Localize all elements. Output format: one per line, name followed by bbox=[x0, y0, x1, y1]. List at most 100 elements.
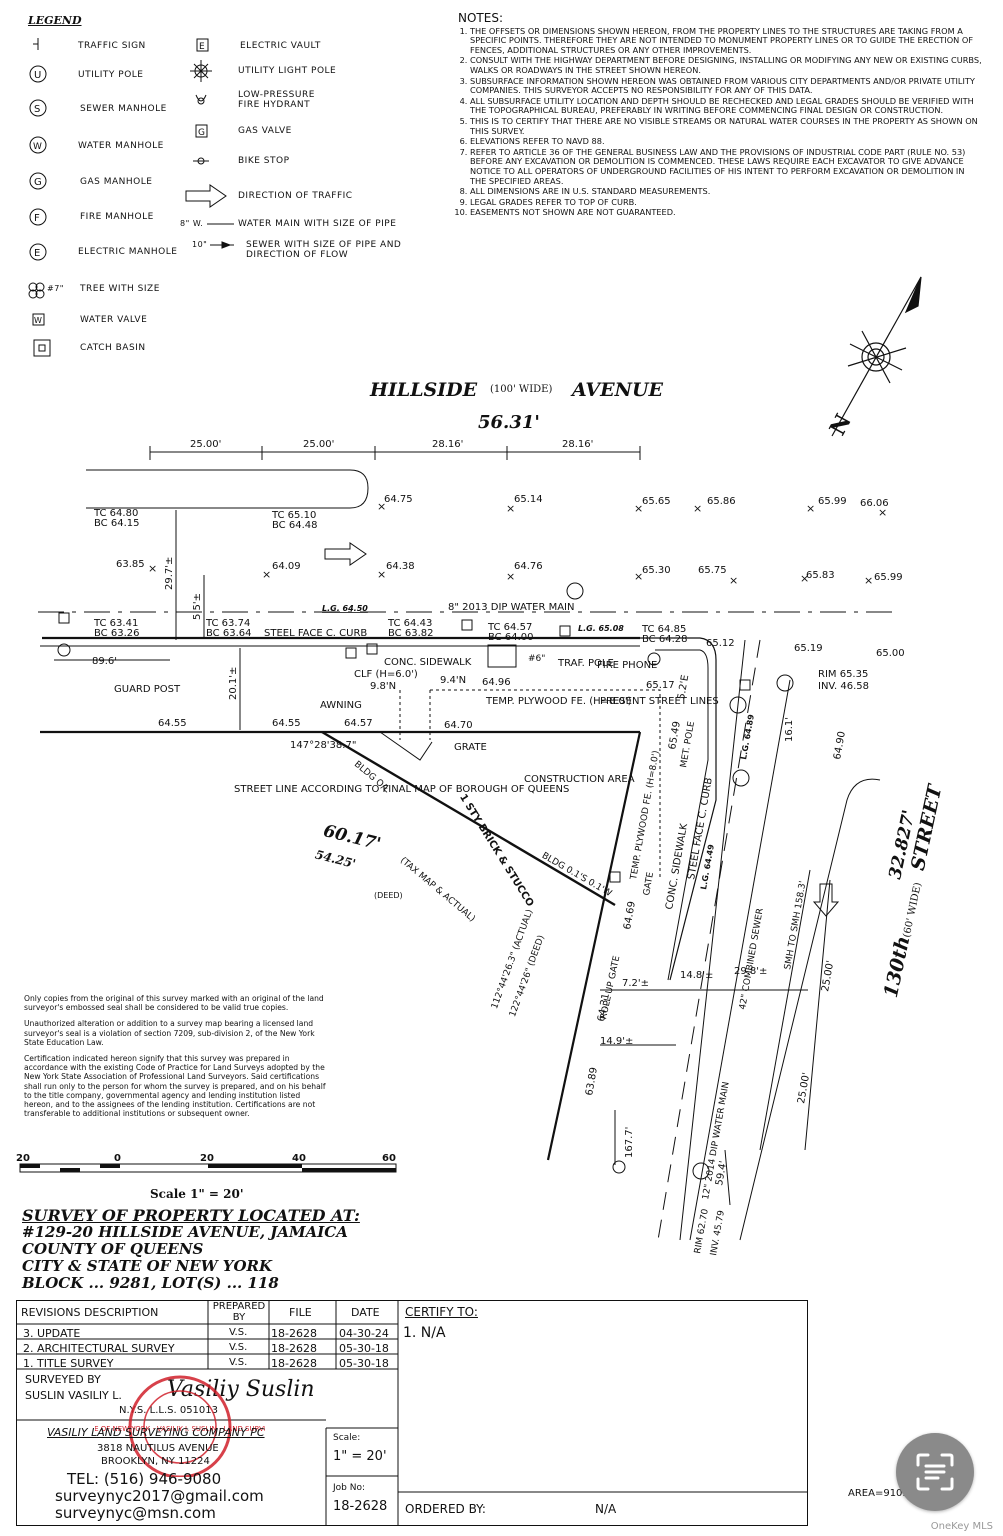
scan-text-icon bbox=[916, 1453, 954, 1491]
dim: 25.00' bbox=[796, 1072, 812, 1105]
traffic-direction-hillside bbox=[324, 542, 367, 566]
dim-top-3: 28.16' bbox=[432, 439, 463, 450]
tree-size: #6" bbox=[528, 654, 545, 664]
dim: 29.7'± bbox=[164, 557, 175, 590]
job-label: Job No: bbox=[333, 1483, 366, 1493]
company-address-1: 3818 NAUTILUS AVENUE bbox=[97, 1443, 219, 1454]
inv-2: INV. 45.79 bbox=[709, 1209, 727, 1256]
dim: 64.69 bbox=[622, 900, 638, 930]
legend-label: WATER MANHOLE bbox=[78, 141, 164, 151]
scan-text-button[interactable] bbox=[896, 1433, 974, 1511]
elev: 64.75 bbox=[384, 494, 413, 505]
legend-label: UTILITY POLE bbox=[78, 70, 144, 80]
svg-text:×: × bbox=[506, 502, 515, 515]
surveyor-name: SUSLIN VASILIY L. bbox=[25, 1389, 122, 1402]
elev: 64.09 bbox=[272, 561, 301, 572]
traffic-direction-130th bbox=[812, 883, 840, 917]
license-number: N.Y.S. L.L.S. 051013 bbox=[119, 1405, 219, 1416]
revision-desc: 3. UPDATE bbox=[23, 1327, 81, 1340]
certify-to-label: CERTIFY TO: bbox=[405, 1305, 478, 1319]
survey-line: BLOCK ... 9281, LOT(S) ... 118 bbox=[22, 1274, 279, 1292]
svg-text:×: × bbox=[878, 506, 887, 519]
scale-cell-label: Scale: bbox=[333, 1433, 361, 1443]
revision-date: 04-30-24 bbox=[339, 1327, 389, 1340]
svg-text:×: × bbox=[693, 502, 702, 515]
bc: BC 64.48 bbox=[272, 520, 317, 531]
svg-text:W: W bbox=[34, 316, 42, 325]
survey-line: COUNTY OF QUEENS bbox=[22, 1240, 204, 1258]
svg-text:G: G bbox=[198, 128, 205, 138]
dim: 65.00 bbox=[876, 648, 905, 659]
legend-label: GAS MANHOLE bbox=[80, 177, 153, 187]
disclaimer-paragraph: Certification indicated hereon signify t… bbox=[24, 1054, 326, 1119]
street-hillside-width: (100' WIDE) bbox=[490, 384, 552, 395]
rim-1: RIM 65.35 bbox=[818, 669, 868, 680]
gas-manhole-icon: G bbox=[29, 172, 47, 190]
certify-to-value: 1. N/A bbox=[403, 1325, 446, 1341]
scale-cell-value: 1" = 20' bbox=[333, 1449, 387, 1464]
elev: 65.99 bbox=[818, 496, 847, 507]
svg-text:×: × bbox=[377, 568, 386, 581]
svg-text:E: E bbox=[199, 42, 205, 52]
fire-manhole-icon: F bbox=[29, 208, 47, 226]
tc: TC 63.41 bbox=[93, 618, 138, 629]
scale-tick: 20 bbox=[16, 1153, 30, 1164]
median-curb bbox=[86, 469, 369, 509]
dim: 16.1' bbox=[784, 717, 795, 742]
temp-fence-label: TEMP. PLYWOOD FE. (H=8.0') bbox=[485, 696, 632, 707]
diagonal-note-deed: (DEED) bbox=[374, 891, 403, 900]
dim: 5.2'E bbox=[676, 674, 691, 701]
water-manhole-icon: W bbox=[29, 136, 47, 154]
dim: 65.17 bbox=[646, 680, 675, 691]
sidewalk-label-2: CONC. SIDEWALK bbox=[664, 822, 690, 910]
svg-text:N: N bbox=[825, 410, 857, 440]
ordered-by-label: ORDERED BY: bbox=[405, 1502, 486, 1516]
gate-label: GATE bbox=[642, 871, 656, 896]
fire-hydrant-icon bbox=[195, 94, 207, 105]
elev: 65.83 bbox=[806, 570, 835, 581]
diagonal-length-deed: 54.25' bbox=[314, 847, 357, 871]
bc: BC 64.28 bbox=[642, 634, 687, 645]
notes-block: NOTES: THE OFFSETS OR DIMENSIONS SHOWN H… bbox=[458, 12, 983, 219]
signature: Vasiliy Suslin bbox=[167, 1377, 315, 1402]
electric-vault-icon: E bbox=[196, 38, 209, 52]
disclaimer-paragraph: Unauthorized alteration or addition to a… bbox=[24, 1019, 315, 1047]
property-line-130th bbox=[546, 731, 642, 1161]
survey-heading: SURVEY OF PROPERTY LOCATED AT: bbox=[22, 1206, 360, 1225]
frontage-label: 56.31' bbox=[478, 412, 540, 433]
scale-label: Scale 1" = 20' bbox=[150, 1187, 244, 1201]
svg-text:G: G bbox=[34, 177, 42, 188]
svg-text:×: × bbox=[148, 562, 157, 575]
legend-label: LOW-PRESSURE FIRE HYDRANT bbox=[238, 90, 315, 110]
fire-phone-label: FIRE PHONE bbox=[597, 660, 657, 671]
dim: 65.49 bbox=[667, 720, 683, 750]
revision-date: 05-30-18 bbox=[339, 1357, 389, 1370]
disclaimer-paragraph: Only copies from the original of this su… bbox=[24, 994, 324, 1013]
bldg-offsets: BLDG 0.1'S 0.1'W bbox=[540, 851, 614, 899]
steel-curb-label: STEEL FACE C. CURB bbox=[264, 628, 367, 639]
dim: 14.9'± bbox=[600, 1036, 633, 1047]
dim: 64.31 bbox=[596, 992, 612, 1022]
tc: TC 64.85 bbox=[641, 624, 686, 635]
scale-tick: 60 bbox=[382, 1153, 396, 1164]
dim: 64.96 bbox=[482, 677, 511, 688]
curb-130th-east bbox=[739, 778, 881, 1241]
survey-line: CITY & STATE OF NEW YORK bbox=[22, 1257, 273, 1275]
svg-text:S: S bbox=[34, 104, 40, 115]
note-item: THIS IS TO CERTIFY THAT THERE ARE NO VIS… bbox=[470, 116, 983, 136]
electric-manhole-icon: E bbox=[29, 243, 47, 261]
elev: 64.38 bbox=[386, 561, 415, 572]
temp-fence-label-2: TEMP. PLYWOOD FE. (H=8.0') bbox=[629, 750, 662, 882]
sewer-manhole-icon: S bbox=[29, 99, 47, 117]
catch-basin-icon bbox=[33, 339, 51, 357]
col-file: FILE bbox=[289, 1306, 312, 1319]
revision-file: 18-2628 bbox=[271, 1357, 317, 1370]
present-lines-label: PRESENT STREET LINES bbox=[600, 696, 719, 707]
company-email-1: surveynyc2017@gmail.com bbox=[55, 1487, 264, 1505]
spot-markers: ×××××× ×××××××× bbox=[148, 500, 887, 587]
tc: TC 64.80 bbox=[93, 508, 138, 519]
guard-post-label: GUARD POST bbox=[114, 684, 181, 695]
elev: 65.14 bbox=[514, 494, 543, 505]
svg-text:×: × bbox=[864, 574, 873, 587]
street-hillside-type: AVENUE bbox=[570, 379, 664, 401]
